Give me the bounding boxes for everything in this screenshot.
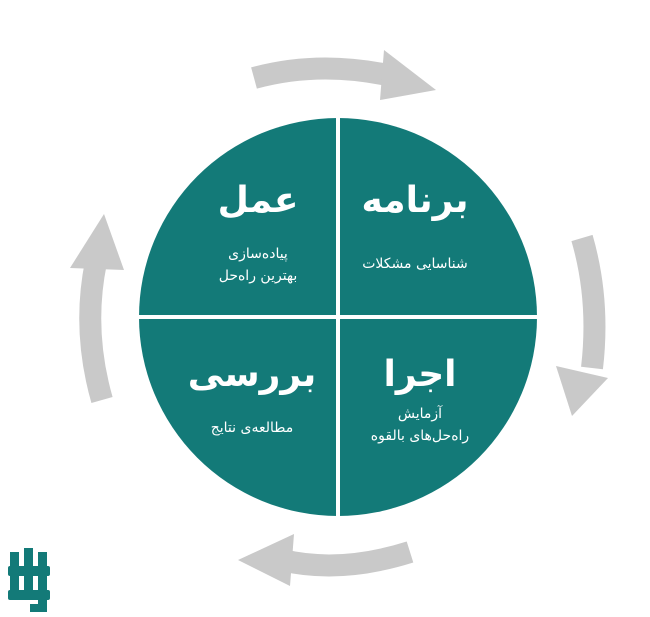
quadrant-description: آزمایش: [398, 405, 443, 422]
arrowhead-icon: [380, 50, 436, 100]
quadrant-top-right: برنامه شناسایی مشکلات: [361, 180, 468, 272]
arrowhead-icon: [238, 534, 294, 586]
quadrant-title: عمل: [218, 180, 299, 221]
curved-arrow-icon: [251, 57, 395, 89]
quadrant-bottom-right: اجرا آزمایش راه‌حل‌های بالقوه: [371, 354, 469, 444]
quadrant-description: شناسایی مشکلات: [362, 256, 468, 272]
quadrant-description: راه‌حل‌های بالقوه: [371, 428, 469, 444]
quadrant-top-left: عمل پیاده‌سازی بهترین راه‌حل: [218, 180, 299, 284]
curved-arrow-icon: [571, 234, 606, 370]
curved-arrow-icon: [79, 259, 113, 404]
arrowhead-icon: [556, 366, 608, 416]
quadrant-title: اجرا: [383, 354, 456, 395]
quadrant-description: مطالعه‌ی نتایج: [211, 420, 294, 436]
arrowhead-icon: [70, 214, 124, 270]
brand-logo-icon: [8, 548, 50, 612]
quadrant-title: بررسی: [188, 354, 316, 395]
quadrant-description: بهترین راه‌حل: [219, 268, 298, 284]
curved-arrow-icon: [279, 541, 414, 577]
quadrant-title: برنامه: [361, 180, 468, 221]
quadrant-description: پیاده‌سازی: [228, 246, 288, 262]
quadrant-bottom-left: بررسی مطالعه‌ی نتایج: [188, 354, 316, 436]
cycle-arrowheads: [70, 50, 608, 586]
cycle-arrows: [79, 57, 606, 577]
